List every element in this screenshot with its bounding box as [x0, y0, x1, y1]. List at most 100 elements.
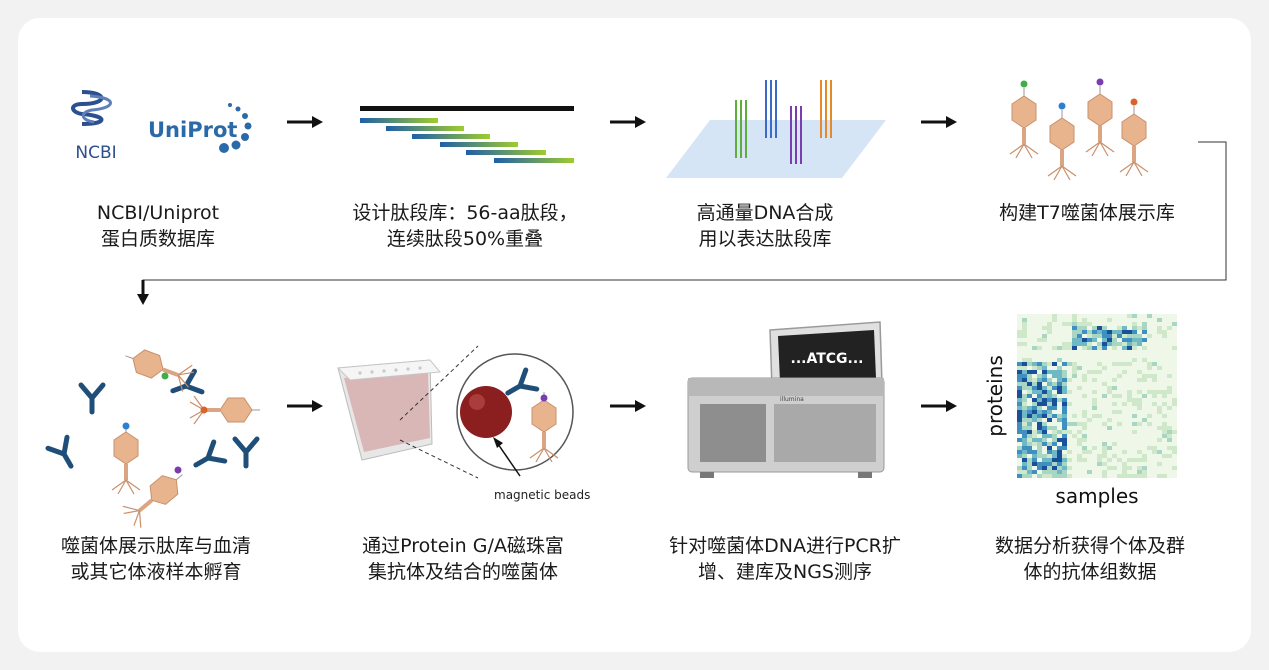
heatmap-cell — [1162, 474, 1167, 478]
heatmap-cell — [1032, 402, 1037, 406]
heatmap-cell — [1127, 346, 1132, 350]
heatmap-cell — [1042, 386, 1047, 390]
heatmap-cell — [1127, 458, 1132, 462]
heatmap-cell — [1017, 410, 1022, 414]
heatmap-cell — [1082, 394, 1087, 398]
heatmap-cell — [1142, 474, 1147, 478]
step-2-line-1: 设计肽段库：56-aa肽段， — [352, 202, 578, 224]
heatmap-cell — [1112, 330, 1117, 334]
heatmap-cell — [1157, 474, 1162, 478]
heatmap-cell — [1022, 398, 1027, 402]
heatmap-cell — [1102, 346, 1107, 350]
heatmap-cell — [1112, 394, 1117, 398]
heatmap-cell — [1032, 390, 1037, 394]
heatmap-cell — [1112, 334, 1117, 338]
heatmap-cell — [1082, 410, 1087, 414]
heatmap-cell — [1082, 446, 1087, 450]
heatmap-cell — [1027, 406, 1032, 410]
heatmap-cell — [1032, 406, 1037, 410]
heatmap-cell — [1017, 394, 1022, 398]
heatmap-cell — [1057, 462, 1062, 466]
heatmap-cell — [1032, 386, 1037, 390]
heatmap-cell — [1102, 454, 1107, 458]
heatmap-cell — [1142, 330, 1147, 334]
serum-incubation-graphic — [48, 342, 261, 531]
heatmap-cell — [1062, 410, 1067, 414]
heatmap-cell — [1167, 434, 1172, 438]
heatmap-cell — [1022, 466, 1027, 470]
heatmap-cell — [1072, 314, 1077, 318]
heatmap-cell — [1157, 366, 1162, 370]
heatmap-cell — [1047, 406, 1052, 410]
heatmap-cell — [1042, 470, 1047, 474]
heatmap-cell — [1082, 458, 1087, 462]
heatmap-cell — [1142, 470, 1147, 474]
heatmap-cell — [1162, 394, 1167, 398]
heatmap-cell — [1062, 474, 1067, 478]
heatmap-cell — [1132, 330, 1137, 334]
heatmap-cell — [1032, 438, 1037, 442]
heatmap-cell — [1067, 390, 1072, 394]
heatmap-cell — [1037, 414, 1042, 418]
heatmap-cell — [1047, 326, 1052, 330]
heatmap-cell — [1032, 366, 1037, 370]
heatmap-cell — [1147, 362, 1152, 366]
heatmap-cell — [1132, 334, 1137, 338]
heatmap-cell — [1022, 386, 1027, 390]
heatmap-cell — [1077, 438, 1082, 442]
heatmap-cell — [1092, 330, 1097, 334]
heatmap-cell — [1052, 382, 1057, 386]
heatmap-cell — [1062, 402, 1067, 406]
heatmap-cell — [1042, 394, 1047, 398]
heatmap-cell — [1027, 462, 1032, 466]
heatmap-cell — [1027, 362, 1032, 366]
heatmap-cell — [1072, 338, 1077, 342]
heatmap-cell — [1127, 390, 1132, 394]
heatmap-cell — [1087, 346, 1092, 350]
heatmap-cell — [1072, 414, 1077, 418]
heatmap-cell — [1017, 342, 1022, 346]
heatmap-cell — [1042, 462, 1047, 466]
heatmap-cell — [1062, 342, 1067, 346]
heatmap-cell — [1082, 434, 1087, 438]
heatmap-cell — [1172, 466, 1177, 470]
heatmap-cell — [1027, 378, 1032, 382]
heatmap-cell — [1022, 458, 1027, 462]
heatmap-cell — [1112, 338, 1117, 342]
heatmap-cell — [1092, 346, 1097, 350]
heatmap-cell — [1142, 374, 1147, 378]
antibody-icon — [48, 437, 81, 471]
heatmap-cell — [1042, 442, 1047, 446]
heatmap-cell — [1017, 470, 1022, 474]
heatmap-cell — [1132, 346, 1137, 350]
heatmap-cell — [1082, 378, 1087, 382]
step-6-line-1: 通过Protein G/A磁珠富 — [362, 535, 564, 557]
heatmap-cell — [1107, 318, 1112, 322]
magnetic-bead — [460, 386, 512, 438]
heatmap-cell — [1072, 366, 1077, 370]
heatmap-cell — [1057, 466, 1062, 470]
heatmap-cell — [1032, 382, 1037, 386]
heatmap-cell — [1067, 450, 1072, 454]
heatmap-cell — [1097, 454, 1102, 458]
heatmap-cell — [1042, 414, 1047, 418]
heatmap-cell — [1137, 422, 1142, 426]
heatmap-cell — [1087, 450, 1092, 454]
heatmap-cell — [1122, 466, 1127, 470]
heatmap-cell — [1117, 474, 1122, 478]
heatmap-cell — [1072, 330, 1077, 334]
heatmap-cell — [1167, 390, 1172, 394]
heatmap-cell — [1097, 462, 1102, 466]
heatmap-cell — [1032, 462, 1037, 466]
magnetic-beads-label: magnetic beads — [494, 488, 590, 502]
ncbi-logo-text: NCBI — [75, 143, 116, 163]
heatmap-cell — [1027, 458, 1032, 462]
heatmap-cell — [1032, 414, 1037, 418]
heatmap-cell — [1017, 390, 1022, 394]
heatmap-cell — [1142, 458, 1147, 462]
heatmap-cell — [1132, 422, 1137, 426]
heatmap-cell — [1152, 378, 1157, 382]
heatmap-cell — [1022, 358, 1027, 362]
heatmap-cell — [1037, 454, 1042, 458]
heatmap-cell — [1022, 462, 1027, 466]
